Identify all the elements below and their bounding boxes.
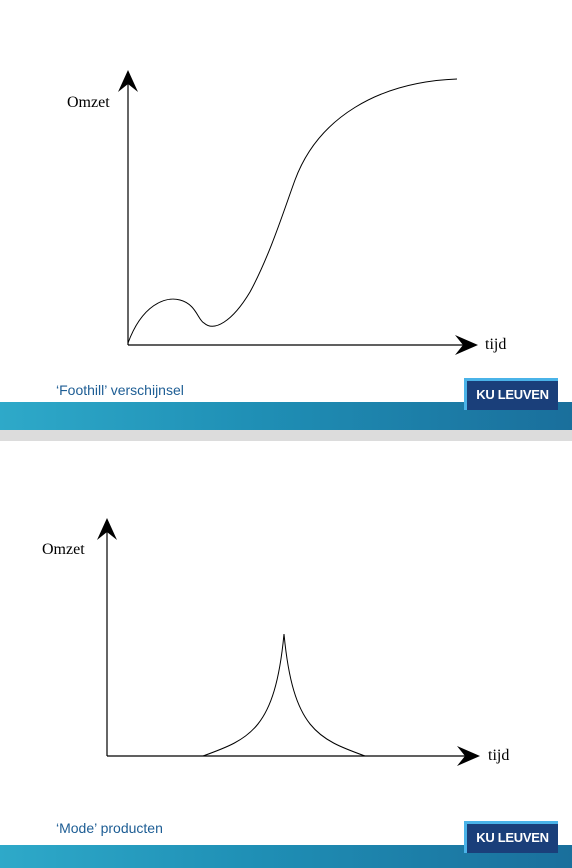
y-axis-label: Omzet — [67, 94, 110, 111]
x-axis-arrowhead — [457, 746, 480, 766]
slide-mode: Omzet tijd ‘Mode’ producten KU LEUVEN — [0, 441, 572, 868]
foothill-curve — [127, 78, 458, 344]
slide-foothill: Omzet tijd ‘Foothill’ verschijnsel KU LE… — [0, 0, 572, 430]
x-axis-arrowhead — [455, 335, 478, 355]
x-axis-label: tijd — [485, 336, 507, 353]
slide-separator — [0, 430, 572, 441]
footer-bar — [0, 845, 572, 868]
ku-leuven-logo: KU LEUVEN — [464, 821, 558, 853]
y-axis-arrowhead — [118, 70, 138, 92]
y-axis-label: Omzet — [42, 541, 85, 558]
mode-diagram — [97, 518, 480, 766]
x-axis-label: tijd — [488, 747, 510, 764]
ku-leuven-logo: KU LEUVEN — [464, 378, 558, 410]
slide-caption: ‘Mode’ producten — [56, 820, 163, 836]
mode-curve — [202, 633, 366, 757]
slide-caption: ‘Foothill’ verschijnsel — [56, 382, 184, 398]
foothill-diagram — [118, 70, 478, 355]
y-axis-arrowhead — [97, 518, 117, 540]
